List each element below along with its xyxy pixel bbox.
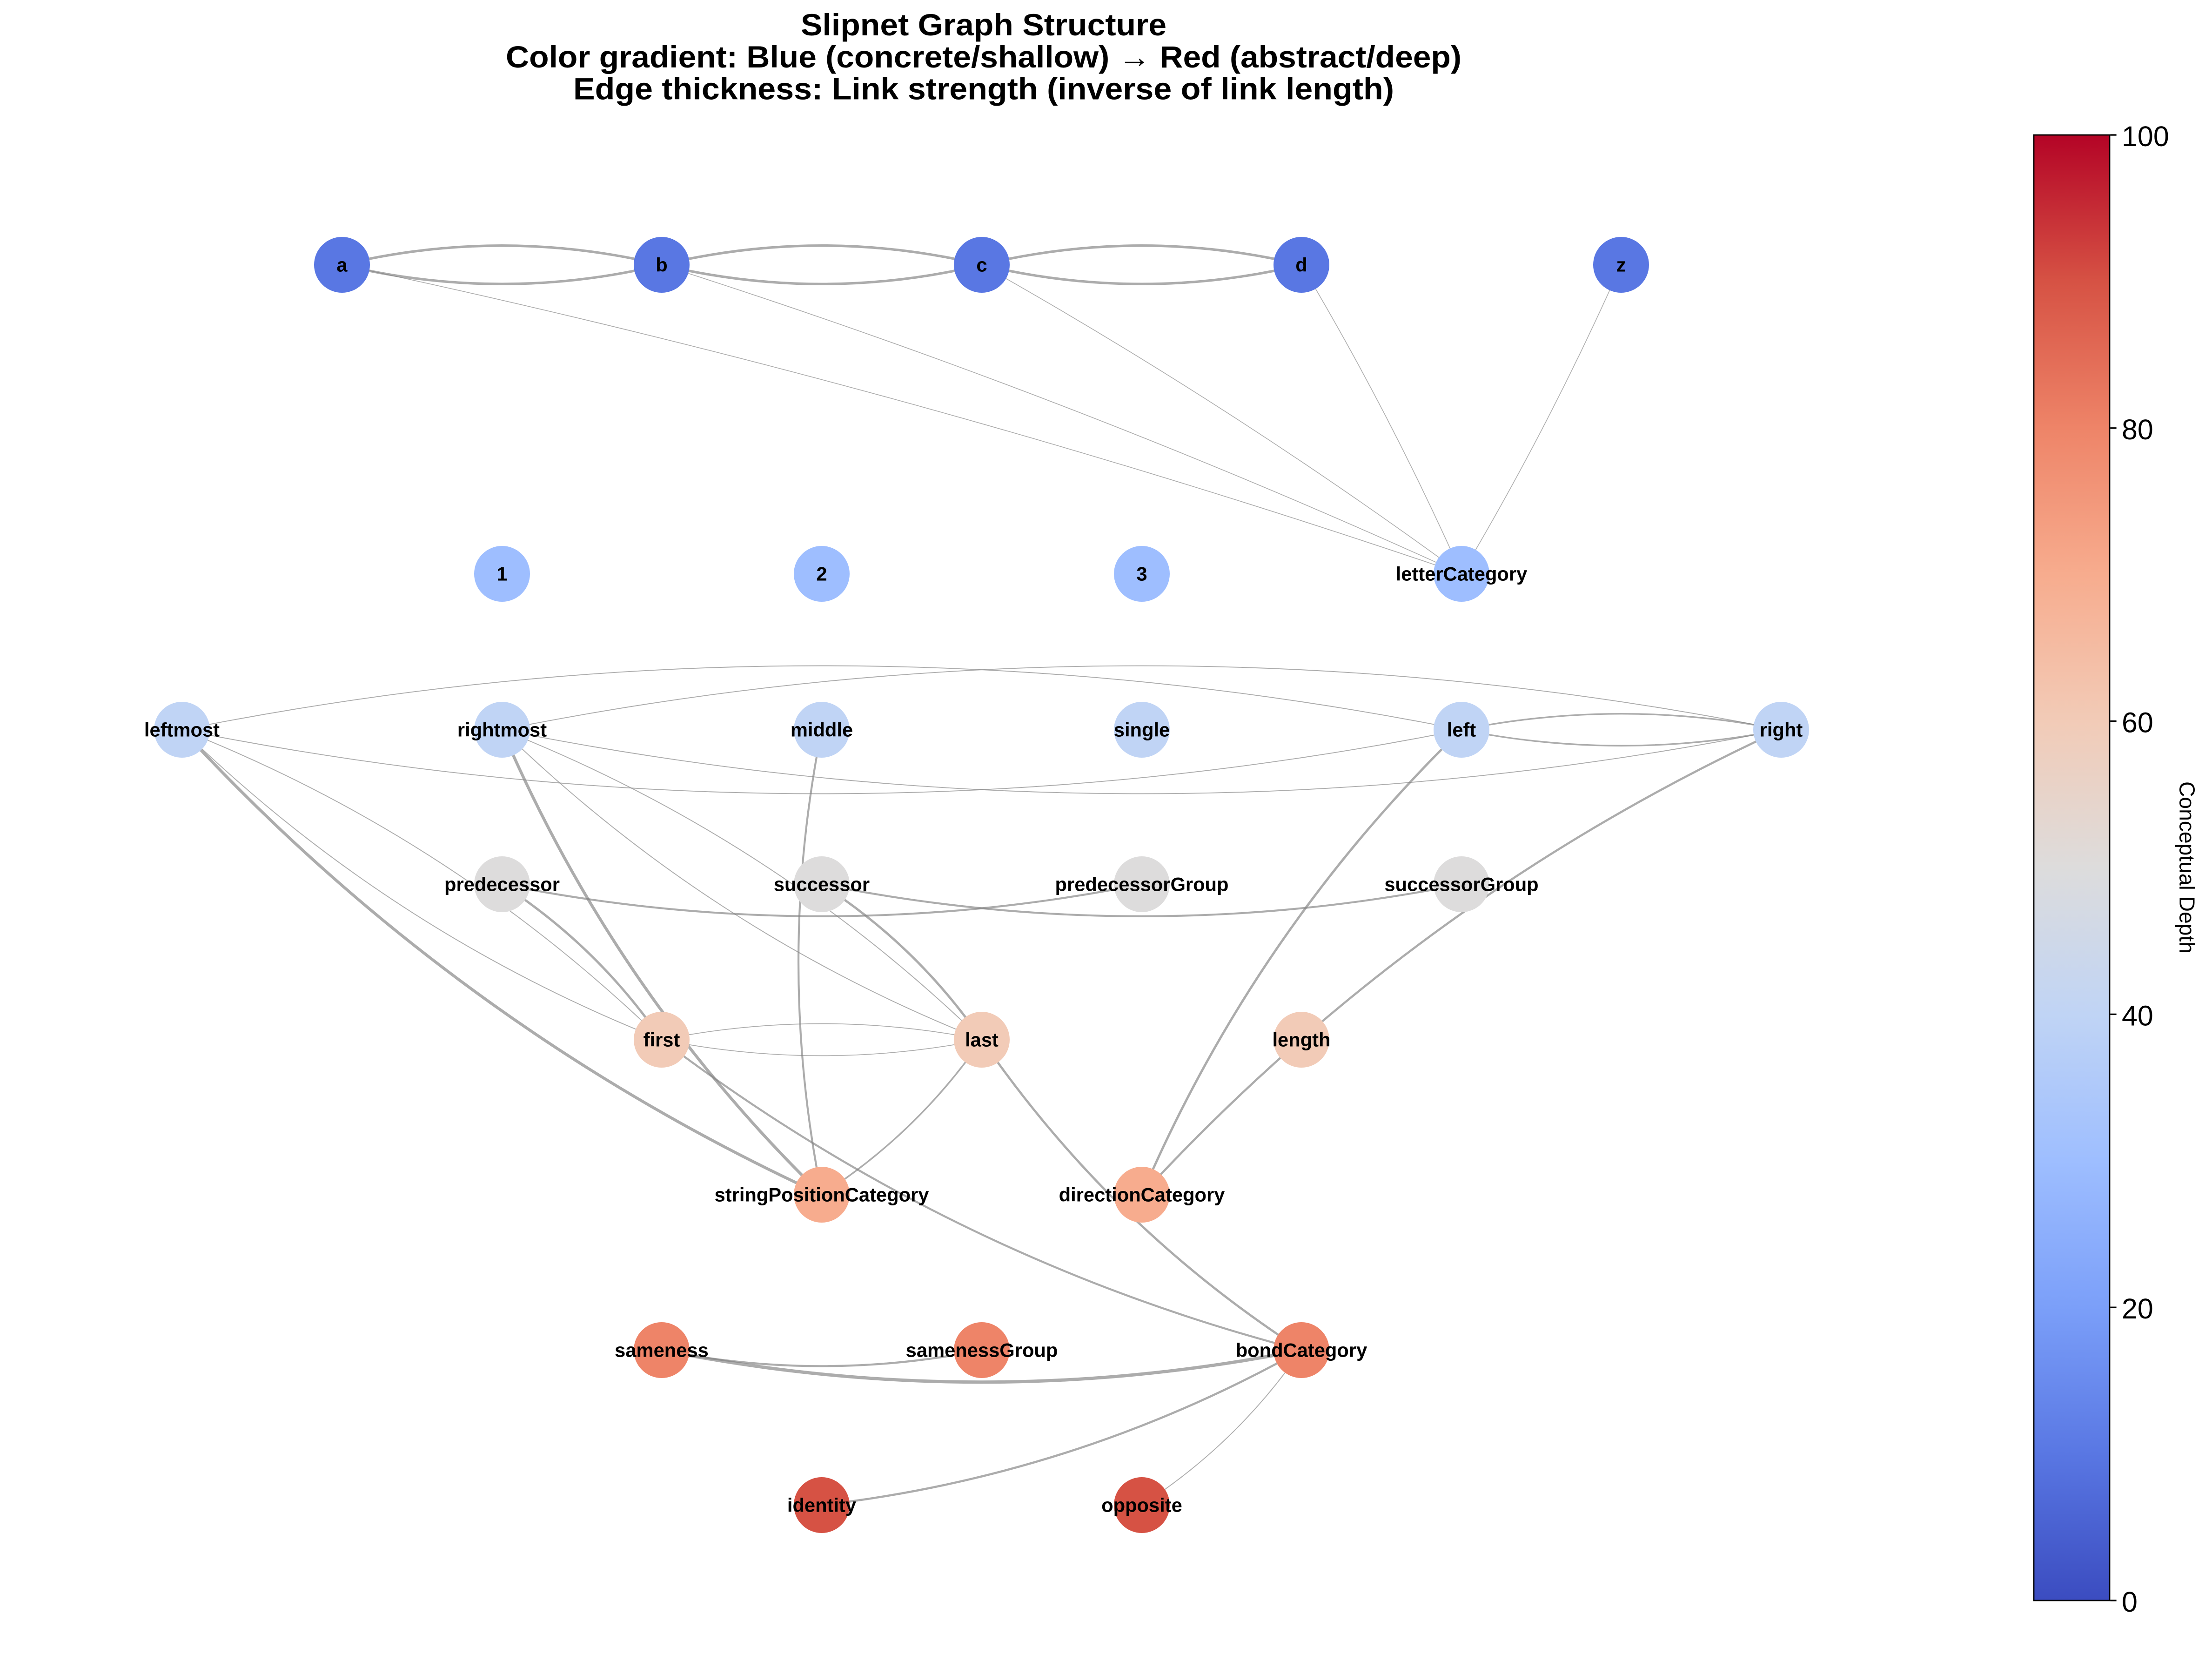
svg-text:last: last — [965, 1029, 999, 1050]
svg-text:a: a — [336, 254, 348, 276]
svg-text:left: left — [1447, 719, 1476, 740]
svg-text:3: 3 — [1136, 563, 1147, 585]
svg-text:stringPositionCategory: stringPositionCategory — [715, 1184, 929, 1205]
svg-text:predecessorGroup: predecessorGroup — [1055, 873, 1229, 895]
svg-text:80: 80 — [2122, 414, 2153, 445]
svg-text:length: length — [1272, 1029, 1330, 1050]
svg-text:middle: middle — [791, 719, 853, 740]
svg-text:first: first — [643, 1029, 680, 1050]
svg-text:identity: identity — [787, 1494, 856, 1516]
svg-text:20: 20 — [2122, 1293, 2153, 1325]
svg-text:successor: successor — [774, 873, 870, 895]
svg-text:successorGroup: successorGroup — [1384, 873, 1538, 895]
svg-text:Slipnet Graph Structure: Slipnet Graph Structure — [801, 8, 1166, 42]
svg-text:letterCategory: letterCategory — [1396, 563, 1528, 585]
svg-text:c: c — [976, 254, 987, 276]
svg-text:Edge thickness: Link strength: Edge thickness: Link strength (inverse o… — [573, 72, 1394, 106]
svg-text:1: 1 — [496, 563, 507, 585]
svg-text:d: d — [1295, 254, 1307, 276]
svg-text:sameness: sameness — [615, 1339, 709, 1361]
svg-text:opposite: opposite — [1101, 1494, 1182, 1516]
svg-text:0: 0 — [2122, 1586, 2138, 1618]
svg-text:100: 100 — [2122, 121, 2169, 152]
svg-text:Conceptual Depth: Conceptual Depth — [2175, 781, 2199, 954]
svg-text:60: 60 — [2122, 707, 2153, 739]
svg-text:directionCategory: directionCategory — [1059, 1184, 1225, 1205]
svg-text:b: b — [656, 254, 667, 276]
svg-text:z: z — [1616, 254, 1626, 276]
svg-text:40: 40 — [2122, 1000, 2153, 1031]
svg-text:Color gradient: Blue (concrete: Color gradient: Blue (concrete/shallow) … — [506, 40, 1461, 74]
svg-text:right: right — [1760, 719, 1803, 740]
svg-text:bondCategory: bondCategory — [1236, 1339, 1367, 1361]
svg-text:leftmost: leftmost — [144, 719, 220, 740]
svg-text:single: single — [1114, 719, 1170, 740]
svg-text:samenessGroup: samenessGroup — [906, 1339, 1058, 1361]
svg-text:predecessor: predecessor — [444, 873, 560, 895]
svg-text:rightmost: rightmost — [457, 719, 547, 740]
svg-text:2: 2 — [816, 563, 827, 585]
